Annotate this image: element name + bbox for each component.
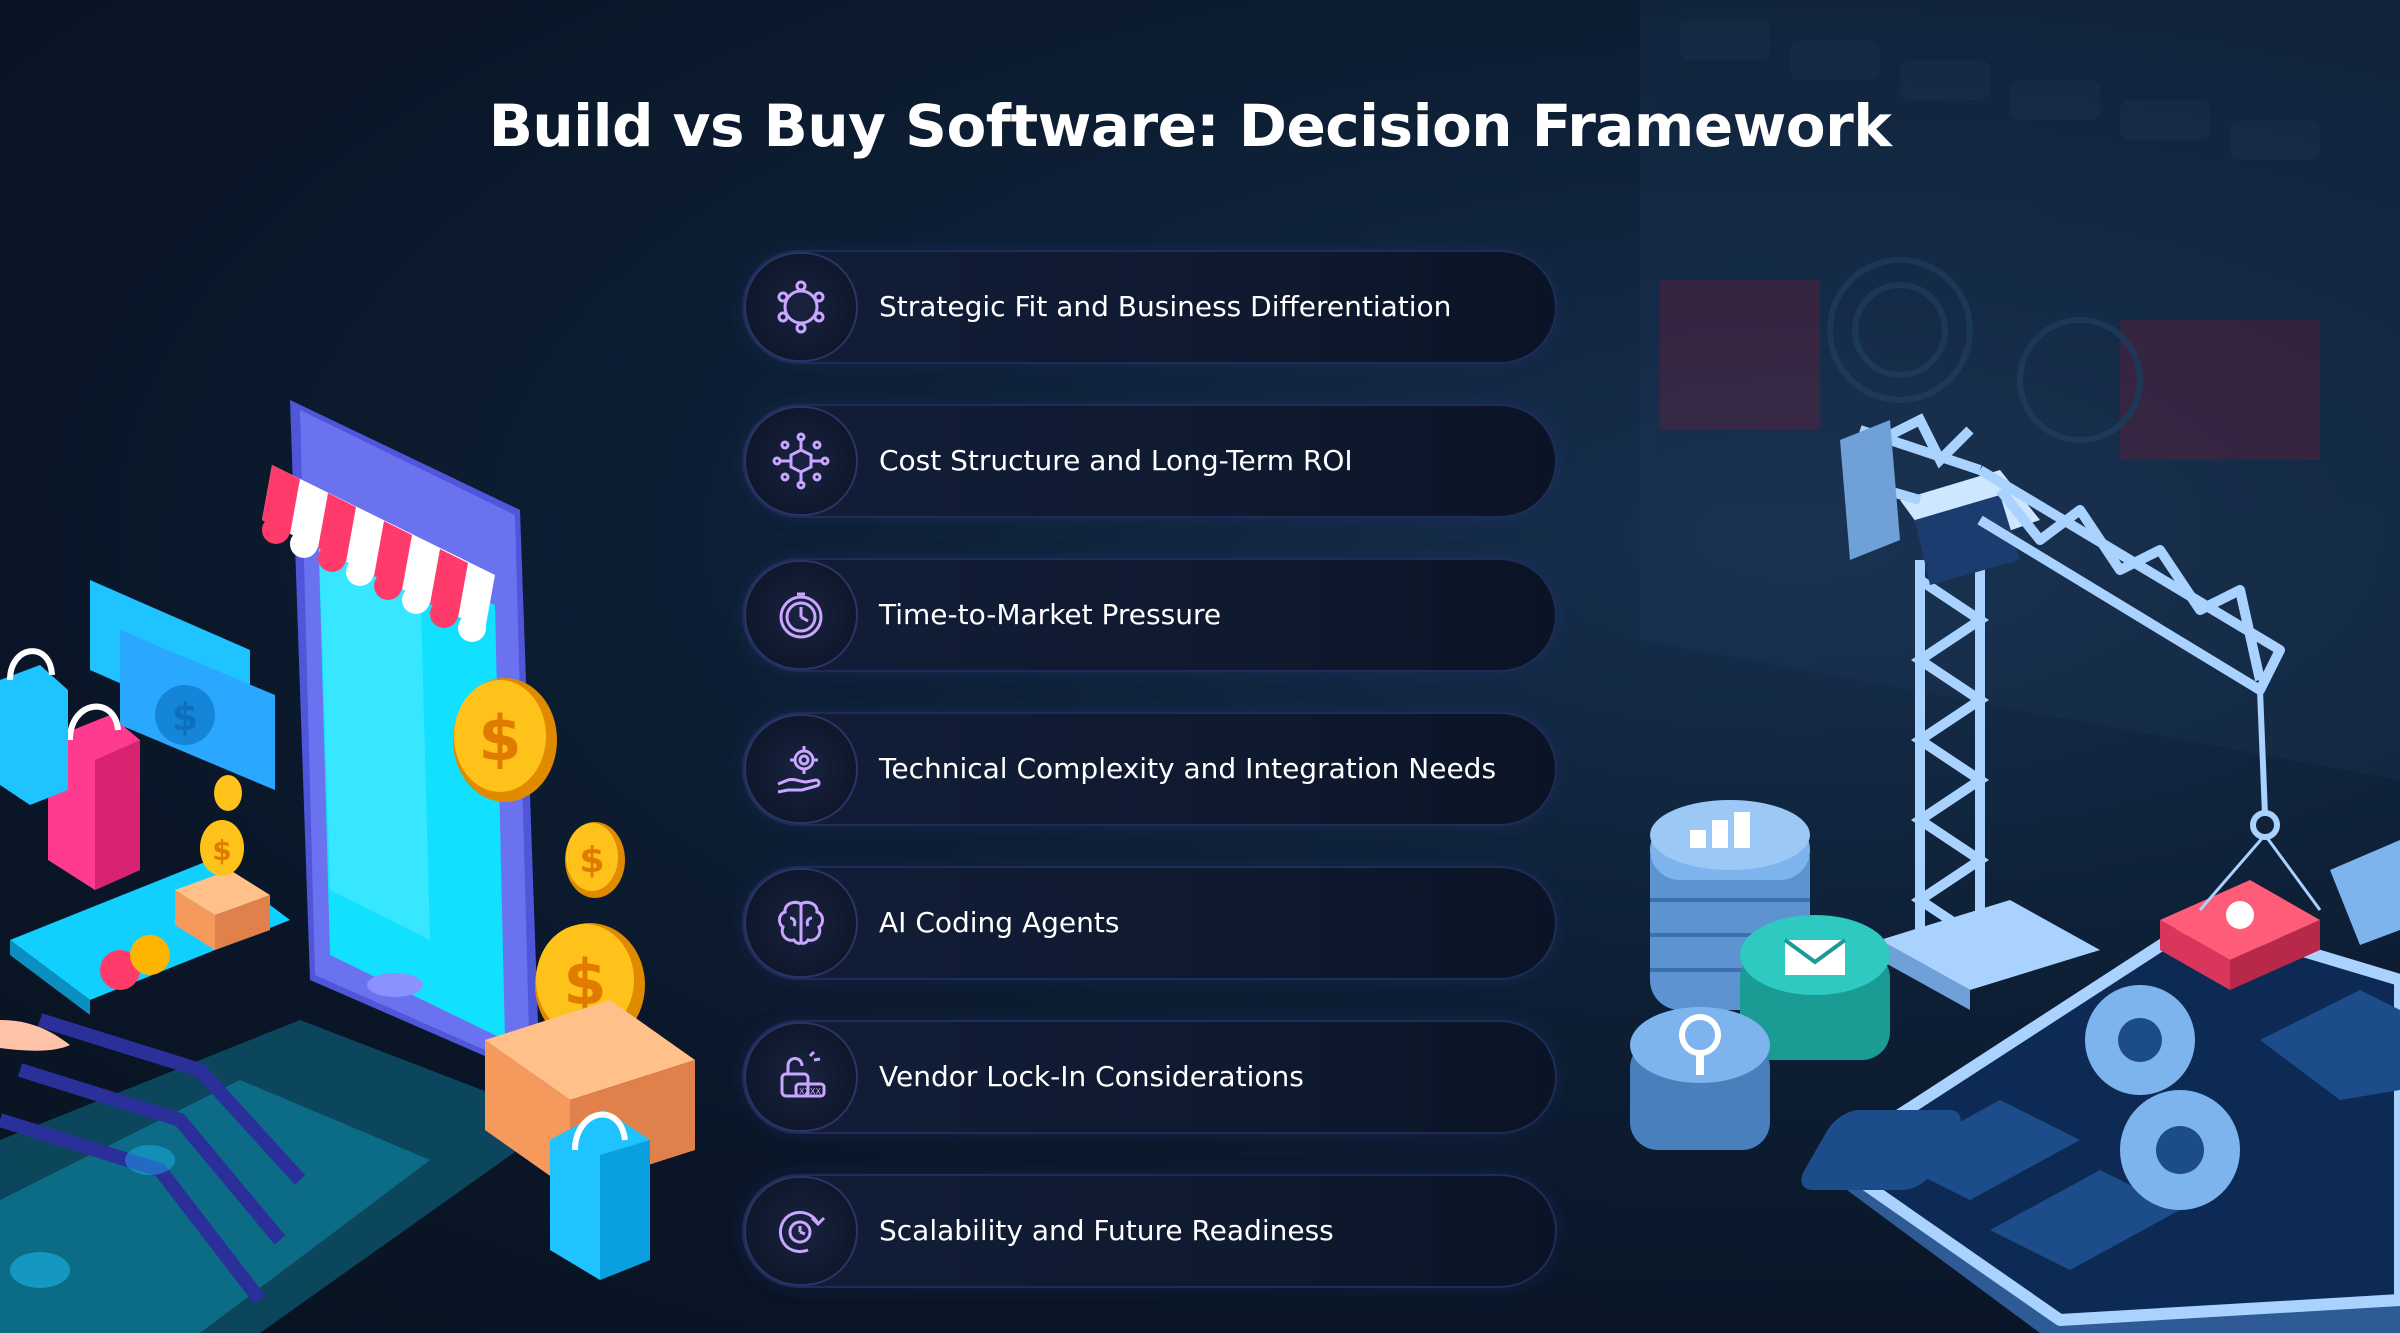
stopwatch-icon	[744, 560, 858, 670]
brain-icon	[744, 868, 858, 978]
clock-arrow-icon	[744, 1176, 858, 1286]
svg-text:$: $	[172, 695, 198, 739]
factor-item-vendor-lock-in: XXXX Vendor Lock-In Considerations	[742, 1020, 1557, 1134]
factor-item-cost-structure: Cost Structure and Long-Term ROI	[742, 404, 1557, 518]
factor-label: AI Coding Agents	[879, 906, 1120, 939]
factor-label: Strategic Fit and Business Differentiati…	[879, 290, 1452, 323]
svg-text:$: $	[579, 840, 604, 881]
factor-item-technical-complexity: Technical Complexity and Integration Nee…	[742, 712, 1557, 826]
factor-item-strategic-fit: Strategic Fit and Business Differentiati…	[742, 250, 1557, 364]
cube-network-icon	[744, 406, 858, 516]
factor-label: Cost Structure and Long-Term ROI	[879, 444, 1353, 477]
factor-label: Technical Complexity and Integration Nee…	[879, 752, 1497, 785]
factor-label: Time-to-Market Pressure	[879, 598, 1222, 631]
factor-label: Vendor Lock-In Considerations	[879, 1060, 1304, 1093]
padlock-password-icon: XXXX	[744, 1022, 858, 1132]
svg-text:$: $	[478, 702, 521, 775]
factor-item-ai-coding-agents: AI Coding Agents	[742, 866, 1557, 980]
construction-crane-apps-illustration	[1630, 0, 2400, 1333]
gear-hand-icon	[744, 714, 858, 824]
svg-text:XXXX: XXXX	[799, 1087, 821, 1096]
factor-item-time-to-market: Time-to-Market Pressure	[742, 558, 1557, 672]
network-hexagon-icon	[744, 252, 858, 362]
factor-label: Scalability and Future Readiness	[879, 1214, 1334, 1247]
factor-item-scalability: Scalability and Future Readiness	[742, 1174, 1557, 1288]
online-shop-phone-illustration: $ $ $ $ $	[0, 400, 695, 1333]
page-title: Build vs Buy Software: Decision Framewor…	[488, 92, 1892, 160]
svg-text:$: $	[212, 834, 231, 867]
